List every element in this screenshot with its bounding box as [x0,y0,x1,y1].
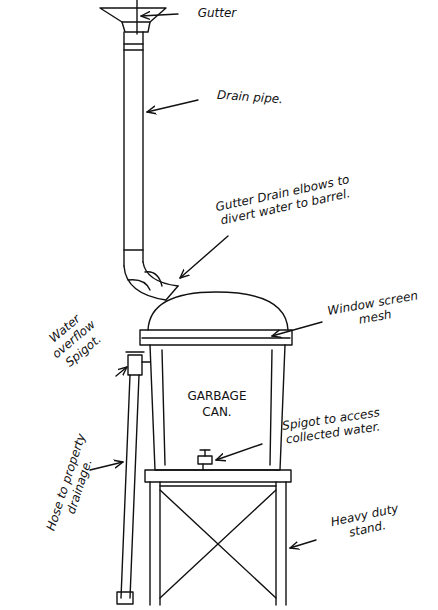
callout-label: Heavy duty stand. [316,498,416,546]
callout-label: Window screen mesh [320,287,427,333]
callout-label: Water overflow Spigot. [31,299,117,381]
callout-label: Drain pipe. [200,87,301,108]
callout-label: Hose to property drainage. [39,418,107,551]
garbage-can: GARBAGE CAN. [172,389,262,420]
callout-label: Gutter [182,6,252,20]
callout-label: Gutter Drain elbows to divert water to b… [213,172,356,229]
can-label: GARBAGE CAN. [172,389,262,420]
